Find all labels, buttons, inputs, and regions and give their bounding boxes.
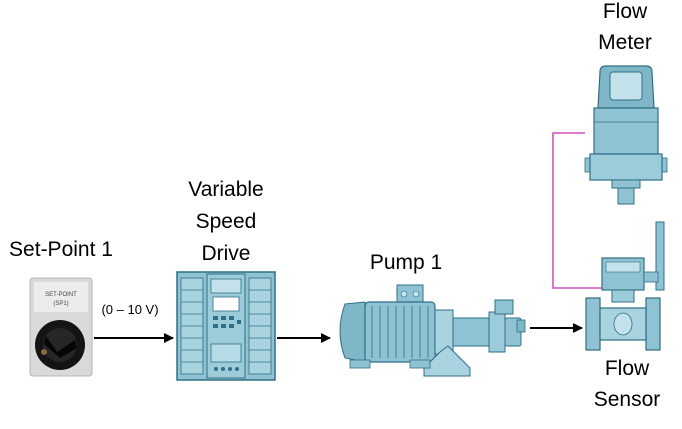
flow-sensor-label-line2: Sensor [593, 388, 661, 411]
flow-sensor-label-line1: Flow [604, 357, 650, 380]
pump-label: Pump 1 [369, 251, 443, 274]
vsd-label-line2: Speed [195, 210, 257, 233]
setpoint-knob-icon: SET-POINT (SP1) [29, 277, 93, 377]
vsd-label-line1: Variable [188, 178, 264, 201]
flow-meter-label-line1: Flow [602, 0, 648, 23]
vsd-label-line3: Drive [201, 242, 251, 265]
vsd-icon [176, 271, 276, 381]
pump-icon [339, 284, 526, 377]
setpoint-label: Set-Point 1 [9, 238, 113, 261]
flow-sensor-icon [585, 221, 665, 351]
signal-range-label: (0 – 10 V) [101, 302, 159, 317]
flow-meter-icon [584, 65, 668, 205]
knob-label-line1: SET-POINT [45, 292, 77, 298]
flow-meter-label-line2: Meter [598, 31, 652, 54]
signal-cable [552, 132, 602, 289]
knob-label-line2: (SP1) [53, 301, 68, 307]
